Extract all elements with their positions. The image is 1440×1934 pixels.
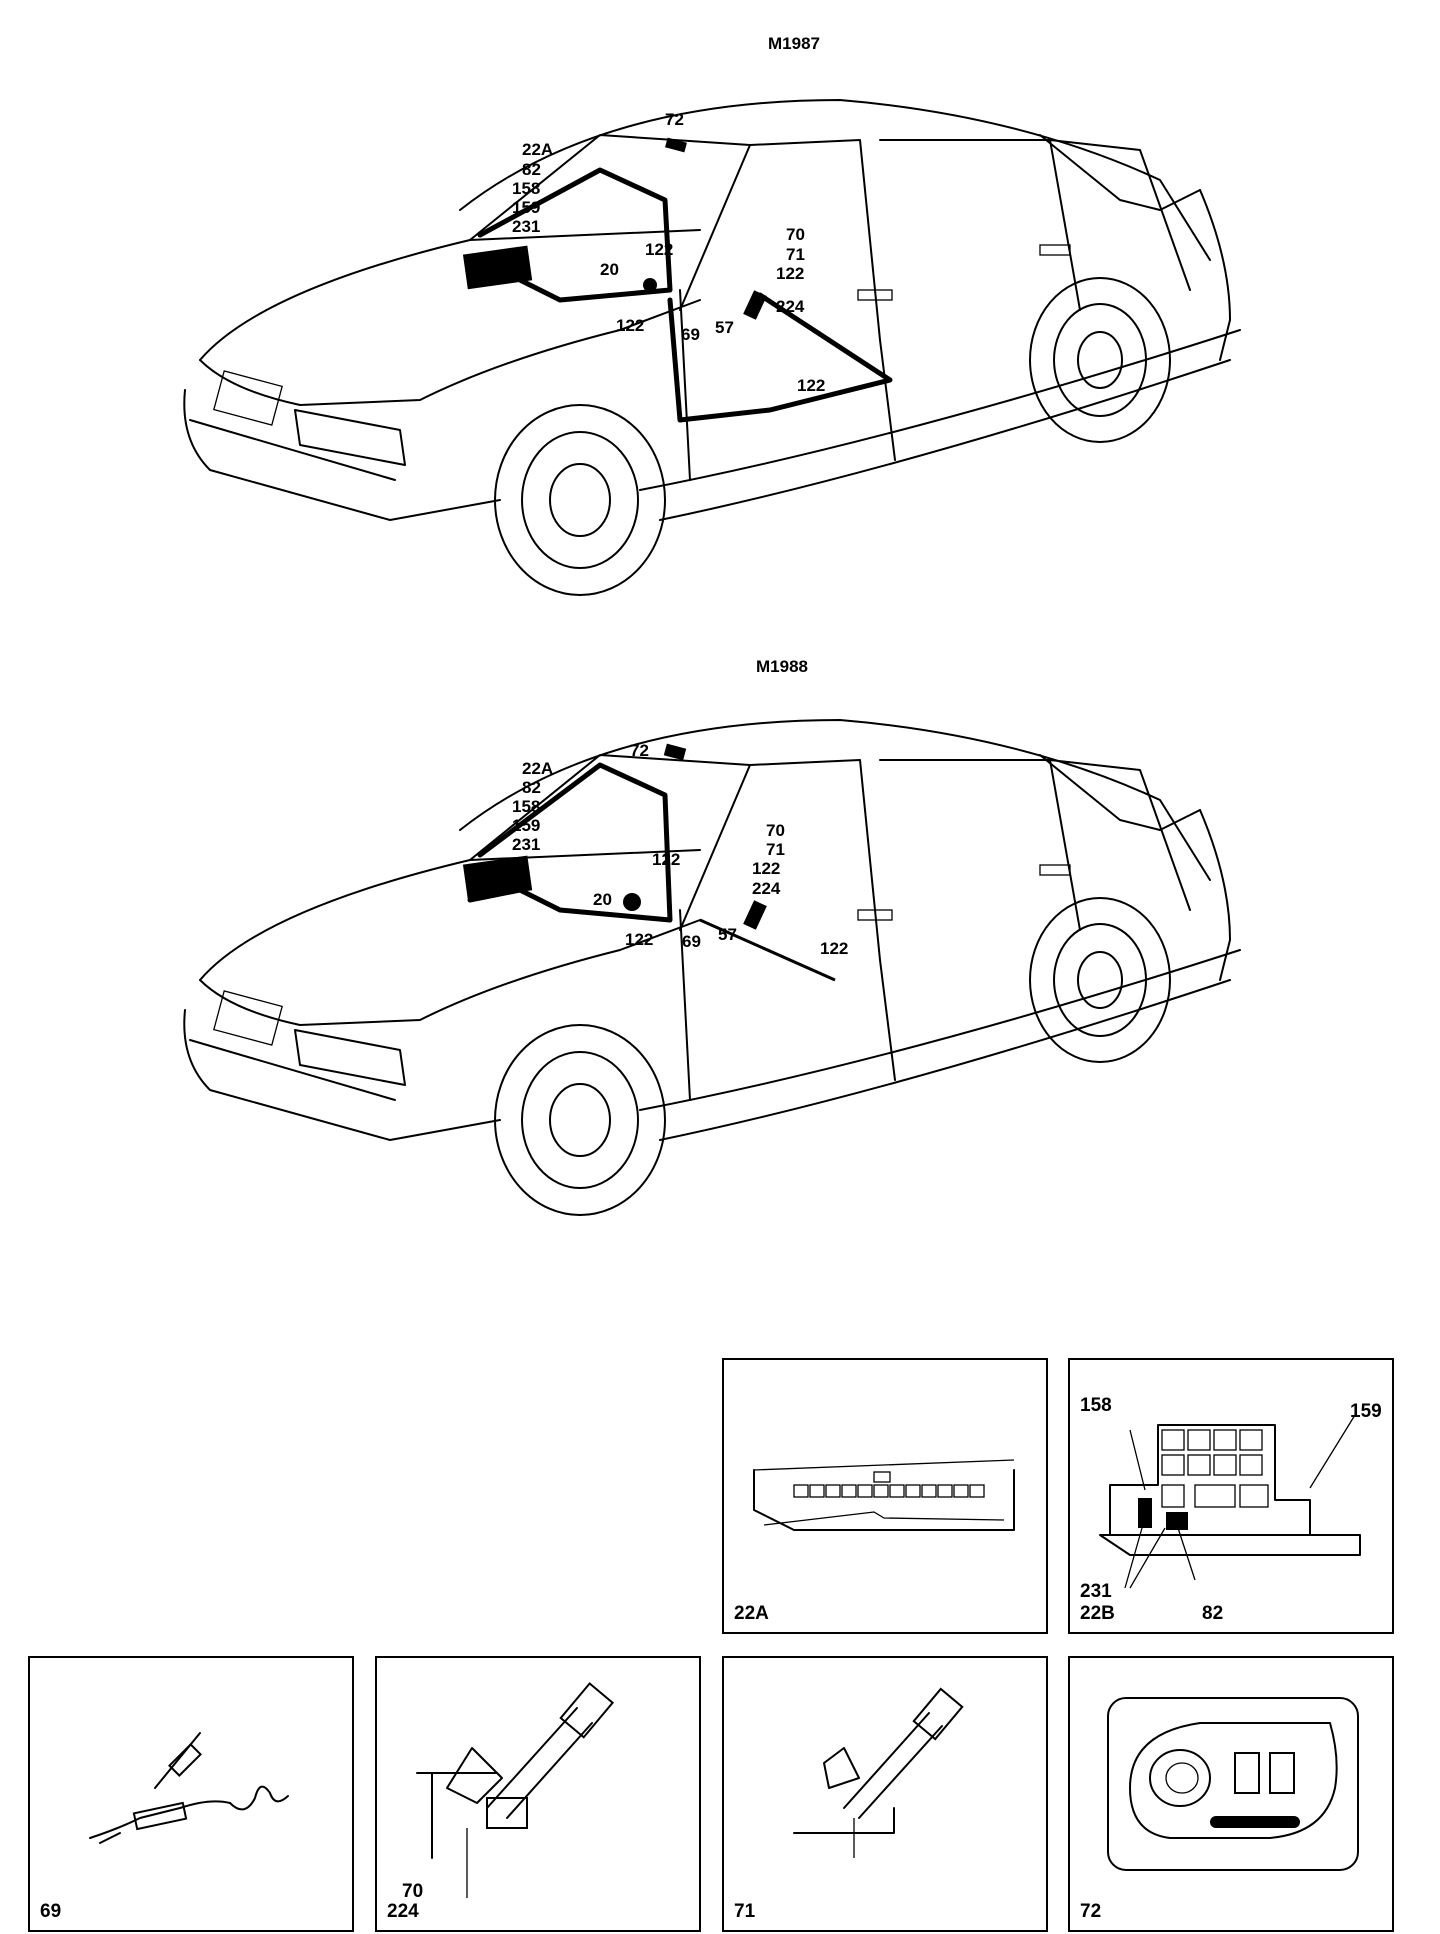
detail-panel-22a: 22A	[722, 1358, 1048, 1634]
label-159: 159	[512, 198, 540, 217]
panel-22b-label-82: 82	[1202, 1603, 1224, 1624]
panel-22b-label-158: 158	[1080, 1395, 1112, 1416]
label-231: 231	[512, 217, 540, 236]
label-71: 71	[786, 245, 805, 264]
label-57: 57	[715, 318, 734, 337]
detail-panel-22b: 158 159 231 22B 82	[1068, 1358, 1394, 1634]
label-82: 82	[522, 778, 541, 797]
label-82: 82	[522, 160, 541, 179]
label-20: 20	[600, 260, 619, 279]
panel-label-72: 72	[1080, 1901, 1102, 1922]
panel-label-22b: 22B	[1080, 1603, 1115, 1624]
label-72: 72	[630, 741, 649, 760]
detail-panel-69: 69	[28, 1656, 354, 1932]
wiring-harness	[462, 137, 893, 423]
detail-panel-71: 71	[722, 1656, 1048, 1932]
label-57: 57	[718, 925, 737, 944]
detail-panel-70-224: 70 224	[375, 1656, 701, 1932]
label-122-lower: 122	[616, 316, 644, 335]
label-159: 159	[512, 816, 540, 835]
label-122-upper: 122	[652, 850, 680, 869]
label-69: 69	[682, 932, 701, 951]
panel-label-69: 69	[40, 1901, 62, 1922]
label-122-upper: 122	[645, 240, 673, 259]
diagram-title-bottom: M1988	[756, 657, 808, 676]
label-122-seat: 122	[752, 859, 780, 878]
label-70: 70	[786, 225, 805, 244]
label-71: 71	[766, 840, 785, 859]
label-158: 158	[512, 797, 540, 816]
label-70: 70	[766, 821, 785, 840]
panel-label-224: 224	[387, 1901, 419, 1922]
car-diagram-m1987: 72 22A 82 158 159 231 122 20 70 71 122 2…	[183, 99, 1241, 596]
label-22a: 22A	[522, 759, 553, 778]
label-158: 158	[512, 179, 540, 198]
car-body-outline	[183, 99, 1241, 521]
label-22a: 22A	[522, 140, 553, 159]
label-69: 69	[681, 325, 700, 344]
wiring-harness	[462, 743, 836, 982]
label-224: 224	[752, 879, 781, 898]
label-122-door: 122	[797, 376, 825, 395]
panel-label-22a: 22A	[734, 1603, 769, 1624]
label-122-door: 122	[820, 939, 848, 958]
fusebox-22a-drawing	[753, 1459, 1015, 1531]
wheels	[494, 277, 1171, 596]
interior-light-72-drawing	[1107, 1697, 1359, 1871]
detail-panel-72: 72	[1068, 1656, 1394, 1932]
label-72: 72	[665, 110, 684, 129]
panel-22b-label-231: 231	[1080, 1581, 1112, 1602]
car-body-outline	[183, 719, 1241, 1141]
seatbelt-buckle-70-drawing	[416, 1682, 615, 1898]
car-diagram-m1988: 72 22A 82 158 159 231 122 20 70 71 122 2…	[183, 719, 1241, 1216]
panel-label-70: 70	[402, 1881, 424, 1902]
diagram-title-top: M1987	[768, 34, 820, 53]
wheels	[494, 897, 1171, 1216]
label-122-lower: 122	[625, 930, 653, 949]
seatbelt-buckle-71-drawing	[793, 1687, 964, 1858]
label-231: 231	[512, 835, 540, 854]
panel-22b-label-159: 159	[1350, 1401, 1382, 1422]
label-20: 20	[593, 890, 612, 909]
connector-69-drawing	[89, 1732, 289, 1844]
panel-label-71: 71	[734, 1901, 756, 1922]
label-122-seat: 122	[776, 264, 804, 283]
label-224: 224	[776, 297, 805, 316]
fusebox-22b-drawing	[1099, 1414, 1361, 1589]
